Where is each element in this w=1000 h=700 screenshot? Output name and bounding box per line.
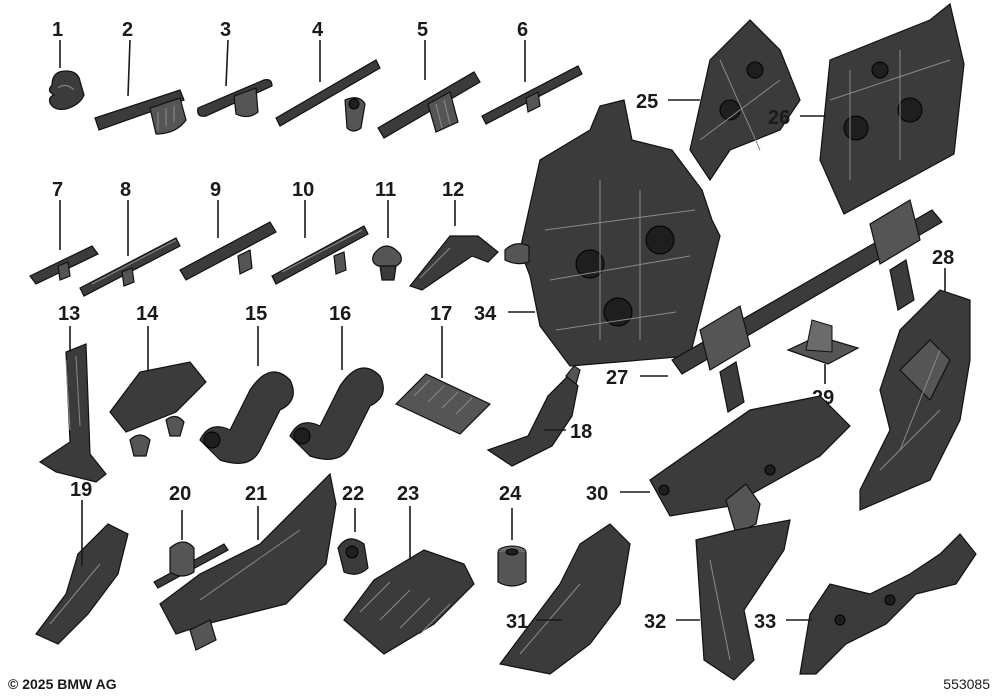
part-18[interactable]: [486, 365, 581, 467]
copyright-notice: © 2025 BMW AG: [8, 676, 117, 692]
label-14: 14: [136, 303, 159, 325]
part-17[interactable]: [394, 373, 492, 435]
part-20[interactable]: [153, 541, 229, 589]
label-34: 34: [474, 303, 497, 325]
label-25: 25: [636, 91, 658, 113]
label-22: 22: [342, 483, 364, 505]
part-30[interactable]: [649, 395, 851, 535]
part-10[interactable]: [271, 225, 369, 285]
part-8[interactable]: [79, 237, 181, 297]
part-9[interactable]: [179, 221, 277, 281]
part-27[interactable]: [671, 199, 943, 413]
label-20: 20: [169, 483, 191, 505]
label-6: 6: [517, 19, 528, 41]
label-26: 26: [768, 107, 790, 129]
part-7[interactable]: [29, 245, 99, 285]
label-12: 12: [442, 179, 464, 201]
part-6[interactable]: [481, 65, 583, 125]
label-8: 8: [120, 179, 131, 201]
part-24[interactable]: [497, 545, 527, 587]
label-10: 10: [292, 179, 314, 201]
part-13[interactable]: [38, 343, 107, 483]
diagram-number: 553085: [943, 676, 990, 692]
part-23[interactable]: [343, 549, 475, 655]
label-2: 2: [122, 19, 133, 41]
part-22[interactable]: [337, 538, 369, 575]
label-32: 32: [644, 611, 666, 633]
part-3[interactable]: [197, 79, 273, 118]
label-17: 17: [430, 303, 452, 325]
label-19: 19: [70, 479, 92, 501]
part-34[interactable]: [504, 99, 721, 367]
part-16[interactable]: [289, 367, 384, 460]
label-9: 9: [210, 179, 221, 201]
part-4[interactable]: [275, 59, 381, 132]
label-3: 3: [220, 19, 231, 41]
label-24: 24: [499, 483, 522, 505]
label-18: 18: [570, 421, 592, 443]
label-11: 11: [375, 179, 396, 201]
label-21: 21: [245, 483, 267, 505]
part-26[interactable]: [819, 2, 965, 215]
part-33[interactable]: [799, 533, 977, 675]
part-14[interactable]: [109, 361, 207, 457]
part-29[interactable]: [786, 319, 860, 365]
label-27: 27: [606, 367, 628, 389]
part-12[interactable]: [408, 235, 499, 291]
label-30: 30: [586, 483, 608, 505]
part-1[interactable]: [48, 70, 85, 110]
label-13: 13: [58, 303, 80, 325]
part-32[interactable]: [695, 519, 791, 681]
part-2[interactable]: [94, 89, 187, 135]
label-5: 5: [417, 19, 428, 41]
label-31: 31: [506, 611, 528, 633]
part-5[interactable]: [377, 71, 481, 139]
label-33: 33: [754, 611, 776, 633]
label-23: 23: [397, 483, 419, 505]
leader-2: [127, 39, 131, 97]
part-19[interactable]: [35, 523, 129, 645]
part-11[interactable]: [372, 245, 402, 281]
leader-3: [225, 39, 229, 87]
label-15: 15: [245, 303, 267, 325]
part-15[interactable]: [199, 371, 294, 464]
part-21[interactable]: [159, 472, 337, 651]
label-7: 7: [52, 179, 63, 201]
label-4: 4: [312, 19, 324, 41]
label-1: 1: [52, 19, 63, 41]
part-31[interactable]: [498, 523, 631, 675]
part-28[interactable]: [859, 289, 971, 511]
label-28: 28: [932, 247, 954, 269]
part-25[interactable]: [689, 19, 801, 182]
label-16: 16: [329, 303, 351, 325]
